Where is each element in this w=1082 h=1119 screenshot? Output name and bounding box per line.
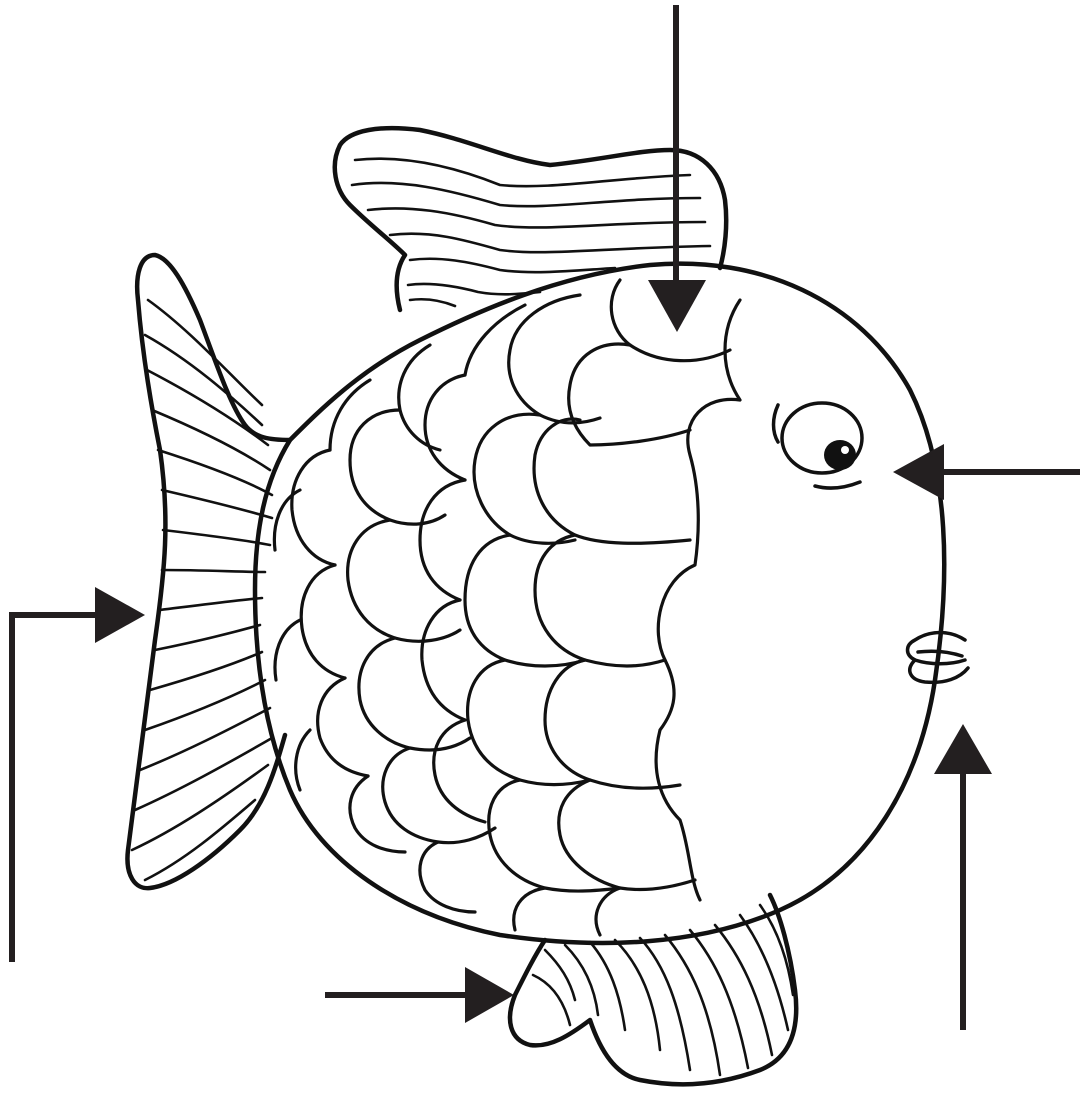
eye-lower-line	[815, 482, 860, 488]
arrow-to-tail	[12, 587, 145, 962]
tail-fin	[127, 255, 290, 888]
arrow-to-bottom-fin	[325, 967, 514, 1023]
arrow-head	[95, 587, 145, 643]
fish-eye	[774, 403, 863, 488]
head-boundary	[656, 300, 740, 900]
arrow-head	[893, 444, 944, 500]
arrow-to-scales-top	[648, 5, 706, 332]
bottom-fin	[510, 895, 796, 1084]
arrow-to-eye	[893, 444, 1080, 500]
arrow-head	[648, 280, 706, 332]
arrow-head	[934, 724, 992, 774]
eyelid-line	[774, 405, 779, 442]
fish-body	[255, 264, 944, 943]
arrow-shaft	[12, 615, 95, 962]
eye-pupil	[824, 440, 856, 470]
arrow-head	[465, 967, 514, 1023]
eye-highlight	[841, 446, 849, 454]
arrow-to-mouth	[934, 724, 992, 1030]
